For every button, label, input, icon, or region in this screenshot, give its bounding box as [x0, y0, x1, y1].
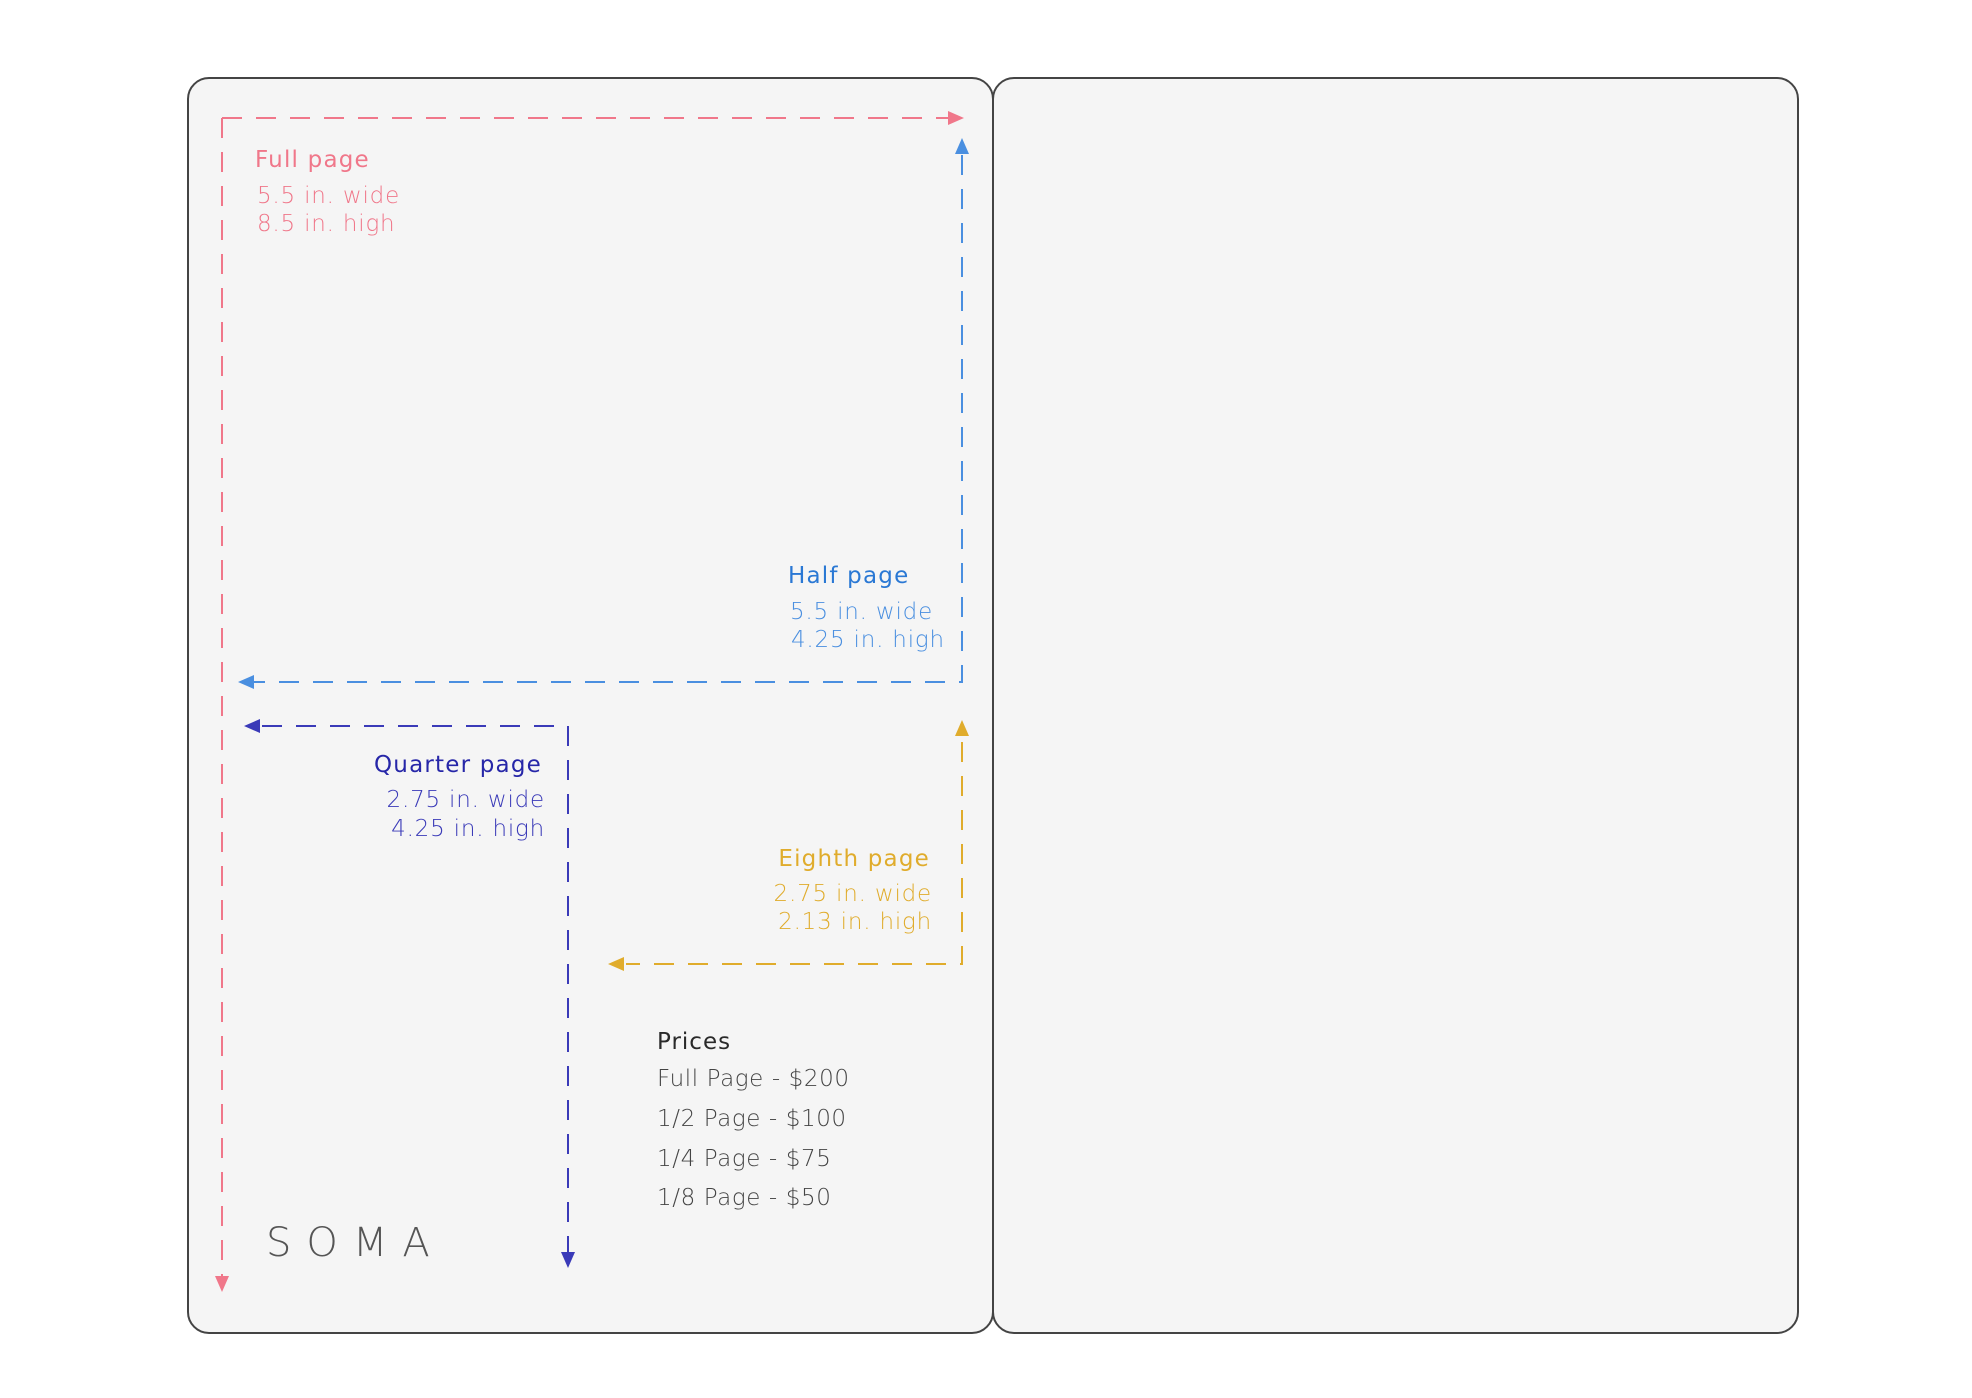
eighth-page-guide-line	[626, 742, 963, 965]
quarter-page-guide	[244, 719, 575, 1268]
full-page-arrow-right	[948, 111, 964, 125]
price-full-page: Full Page - $200	[657, 1066, 850, 1092]
quarter-page-height: 4.25 in. high	[391, 816, 545, 842]
half-page-height: 4.25 in. high	[791, 627, 945, 653]
quarter-page-width: 2.75 in. wide	[386, 787, 545, 813]
quarter-page-arrow-left	[244, 719, 260, 733]
full-page-width: 5.5 in. wide	[257, 183, 401, 209]
prices-title: Prices	[657, 1029, 732, 1055]
eighth-page-title: Eighth page	[778, 846, 930, 872]
quarter-page-title: Quarter page	[373, 752, 542, 778]
eighth-page-height: 2.13 in. high	[778, 909, 932, 935]
half-page-guide	[238, 138, 969, 689]
full-page-title: Full page	[255, 147, 370, 173]
half-page-arrow-left	[238, 675, 254, 689]
full-page-guide	[215, 111, 964, 1292]
soma-logo: SOMA	[266, 1220, 445, 1266]
eighth-page-arrow-up	[955, 720, 969, 736]
price-half-page: 1/2 Page - $100	[657, 1106, 847, 1132]
price-quarter-page: 1/4 Page - $75	[657, 1146, 832, 1172]
quarter-page-guide-line	[262, 725, 569, 1252]
eighth-page-guide	[608, 720, 969, 971]
eighth-page-width: 2.75 in. wide	[773, 881, 932, 907]
half-page-width: 5.5 in. wide	[790, 599, 934, 625]
full-page-guide-line	[221, 117, 950, 1280]
quarter-page-arrow-down	[561, 1252, 575, 1268]
half-page-guide-line	[254, 155, 963, 683]
price-eighth-page: 1/8 Page - $50	[657, 1185, 832, 1211]
eighth-page-arrow-left	[608, 957, 624, 971]
full-page-height: 8.5 in. high	[257, 211, 396, 237]
full-page-arrow-down	[215, 1276, 229, 1292]
left-page	[187, 77, 994, 1334]
half-page-arrow-up	[955, 138, 969, 154]
right-page	[992, 77, 1799, 1334]
half-page-title: Half page	[788, 563, 910, 589]
